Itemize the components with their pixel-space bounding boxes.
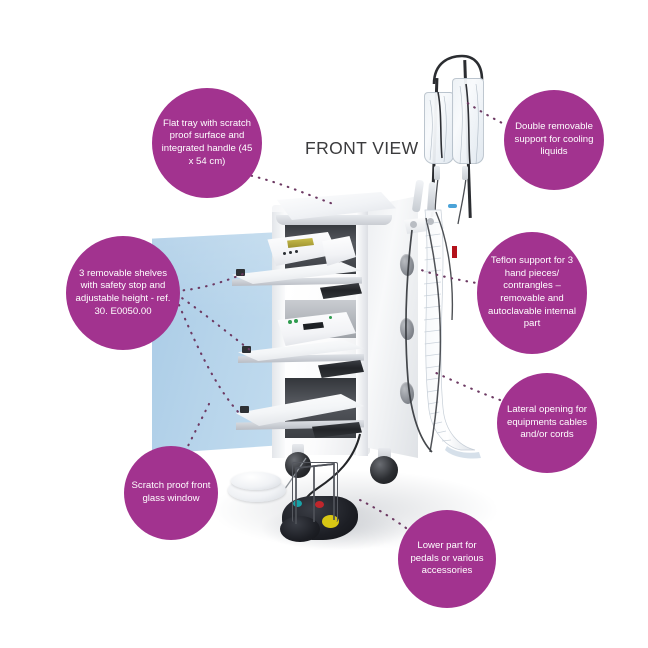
callout-flat-tray-text: Flat tray with scratch proof surface and… <box>161 117 253 167</box>
iv-drip-chamber-right <box>462 166 468 180</box>
callout-removable-shelves[interactable]: 3 removable shelves with safety stop and… <box>66 236 180 350</box>
device-middle-led-green-2 <box>294 319 298 323</box>
device-middle-rear-box <box>318 360 364 378</box>
shelf-2-edge <box>238 354 364 363</box>
device-middle-display <box>302 322 324 330</box>
callout-lower-part-pedals-text: Lower part for pedals or various accesso… <box>410 540 484 577</box>
callout-lateral-opening[interactable]: Lateral opening for equipments cables an… <box>497 373 597 473</box>
cart-right-post <box>356 208 368 456</box>
device-upper-led-3 <box>295 250 298 253</box>
equipment-cables <box>405 211 454 453</box>
callout-teflon-support-text: Teflon support for 3 hand pieces/ contra… <box>487 255 576 330</box>
page-title: FRONT VIEW <box>305 138 419 158</box>
shelf-3-edge <box>236 420 364 430</box>
pedal-button-red <box>315 501 324 508</box>
device-lower-rear-box <box>312 422 362 438</box>
iv-drip-chamber-left <box>434 166 440 180</box>
pedal-button-teal <box>293 500 302 507</box>
iv-bag-detail <box>429 83 479 165</box>
device-upper-led-2 <box>289 251 292 254</box>
shelf-1-edge <box>232 277 362 286</box>
callout-lateral-opening-text: Lateral opening for equipments cables an… <box>506 404 587 441</box>
side-indicator-light <box>452 246 457 258</box>
callout-cooling-support-text: Double removable support for cooling liq… <box>514 121 594 158</box>
top-tray-edge <box>276 215 392 225</box>
shelf-1-safety-stop <box>236 269 245 276</box>
pedal-safety-guard <box>292 462 338 522</box>
device-upper-display <box>287 238 314 248</box>
device-upper-rear-box <box>320 283 362 299</box>
callout-lower-part-pedals[interactable]: Lower part for pedals or various accesso… <box>398 510 496 608</box>
power-socket-hole-1 <box>410 221 417 228</box>
caster-wheel-right <box>370 456 398 484</box>
device-upper-led-1 <box>283 252 286 255</box>
iv-pole-hanger <box>432 54 484 85</box>
callout-glass-window-text: Scratch proof front glass window <box>131 480 211 504</box>
callout-flat-tray[interactable]: Flat tray with scratch proof surface and… <box>152 88 262 198</box>
caster-wheel-left <box>285 452 311 478</box>
disc-accessory-top <box>231 472 281 490</box>
shelf-3-safety-stop <box>240 406 249 413</box>
callout-glass-window[interactable]: Scratch proof front glass window <box>124 446 218 540</box>
callout-teflon-support[interactable]: Teflon support for 3 hand pieces/ contra… <box>477 232 587 354</box>
shelf-2-safety-stop <box>242 346 251 353</box>
power-socket-hole-2 <box>427 218 434 225</box>
pedal-guard-frame <box>295 463 335 524</box>
callout-removable-shelves-text: 3 removable shelves with safety stop and… <box>75 267 171 317</box>
handpiece-tip-blue <box>448 204 457 208</box>
device-middle-led-green-1 <box>288 320 292 324</box>
device-middle-led-green-3 <box>329 316 332 319</box>
callout-cooling-support[interactable]: Double removable support for cooling liq… <box>504 90 604 190</box>
